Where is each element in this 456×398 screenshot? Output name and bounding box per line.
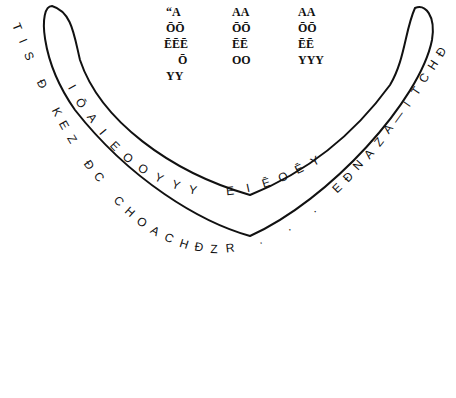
glyph: I [66,83,78,92]
vowel-cell: ŌŌ [298,22,317,34]
glyph: E [330,181,344,195]
glyph [242,239,248,251]
glyph: S [22,50,36,62]
glyph: E [57,119,71,132]
glyph: Ð [340,170,355,185]
glyph: A [149,223,162,237]
glyph [43,94,55,102]
vowel-cell: ĒĒ [232,38,248,50]
glyph [270,228,278,240]
glyph [74,147,86,156]
vowel-cell: ŌŌ [166,22,185,34]
glyph: C [112,194,127,209]
glyph: O [136,162,150,177]
glyph: E [108,139,122,153]
glyph: Ð [433,45,448,59]
glyph: H [178,236,190,250]
glyph: Z [372,135,386,148]
vowel-cell: ŌŌ [232,22,251,34]
glyph: O [121,151,136,166]
glyph: I [17,37,29,45]
glyph: R [225,241,235,254]
glyph: Ē [260,176,271,190]
glyph: Z [210,243,218,255]
glyph: C [417,71,432,85]
glyph: Y [153,171,165,185]
glyph: H [123,204,137,219]
glyph [296,212,306,224]
glyph: T [408,85,422,98]
glyph: . [308,203,318,214]
glyph [210,185,214,197]
glyph: I [401,99,413,109]
glyph: N [351,158,366,172]
glyph: A [361,147,375,161]
glyph: Ð [82,158,97,172]
vowel-cell: ĒĒĒ [164,38,188,50]
glyph: C [162,231,175,246]
glyph: Y [170,178,181,192]
glyph [103,184,114,194]
glyph [320,193,330,204]
vowel-cell: AA [298,6,315,18]
glyph: T [10,21,24,32]
glyph: I [245,182,251,194]
glyph: A [381,122,395,136]
outline-path [44,6,433,236]
vowel-cell: YYY [298,54,324,66]
vowel-cell: OO [232,54,251,66]
glyph: H [425,58,440,72]
glyph: . [256,234,263,246]
glyph: Ð [35,77,50,90]
glyph [29,66,41,74]
glyph: Ð [193,241,204,254]
glyph: I [97,127,108,137]
glyph: Z [65,133,79,146]
glyph: . [283,221,292,233]
vowel-cell: “A [166,6,181,18]
glyph: A [84,111,98,125]
glyph: O [135,214,150,229]
glyph: E [225,184,234,197]
vowel-cell: YY [166,70,183,82]
vowel-cell: Ō [178,54,187,66]
glyph: Y [188,183,198,196]
glyph: Ō [74,96,89,110]
vowel-cell: AA [232,6,249,18]
glyph: Ē [293,162,306,176]
glyph: C [91,170,106,184]
vowel-cell: ĒĒ [298,38,314,50]
glyph: K [49,105,63,118]
glyph: — [389,108,406,125]
